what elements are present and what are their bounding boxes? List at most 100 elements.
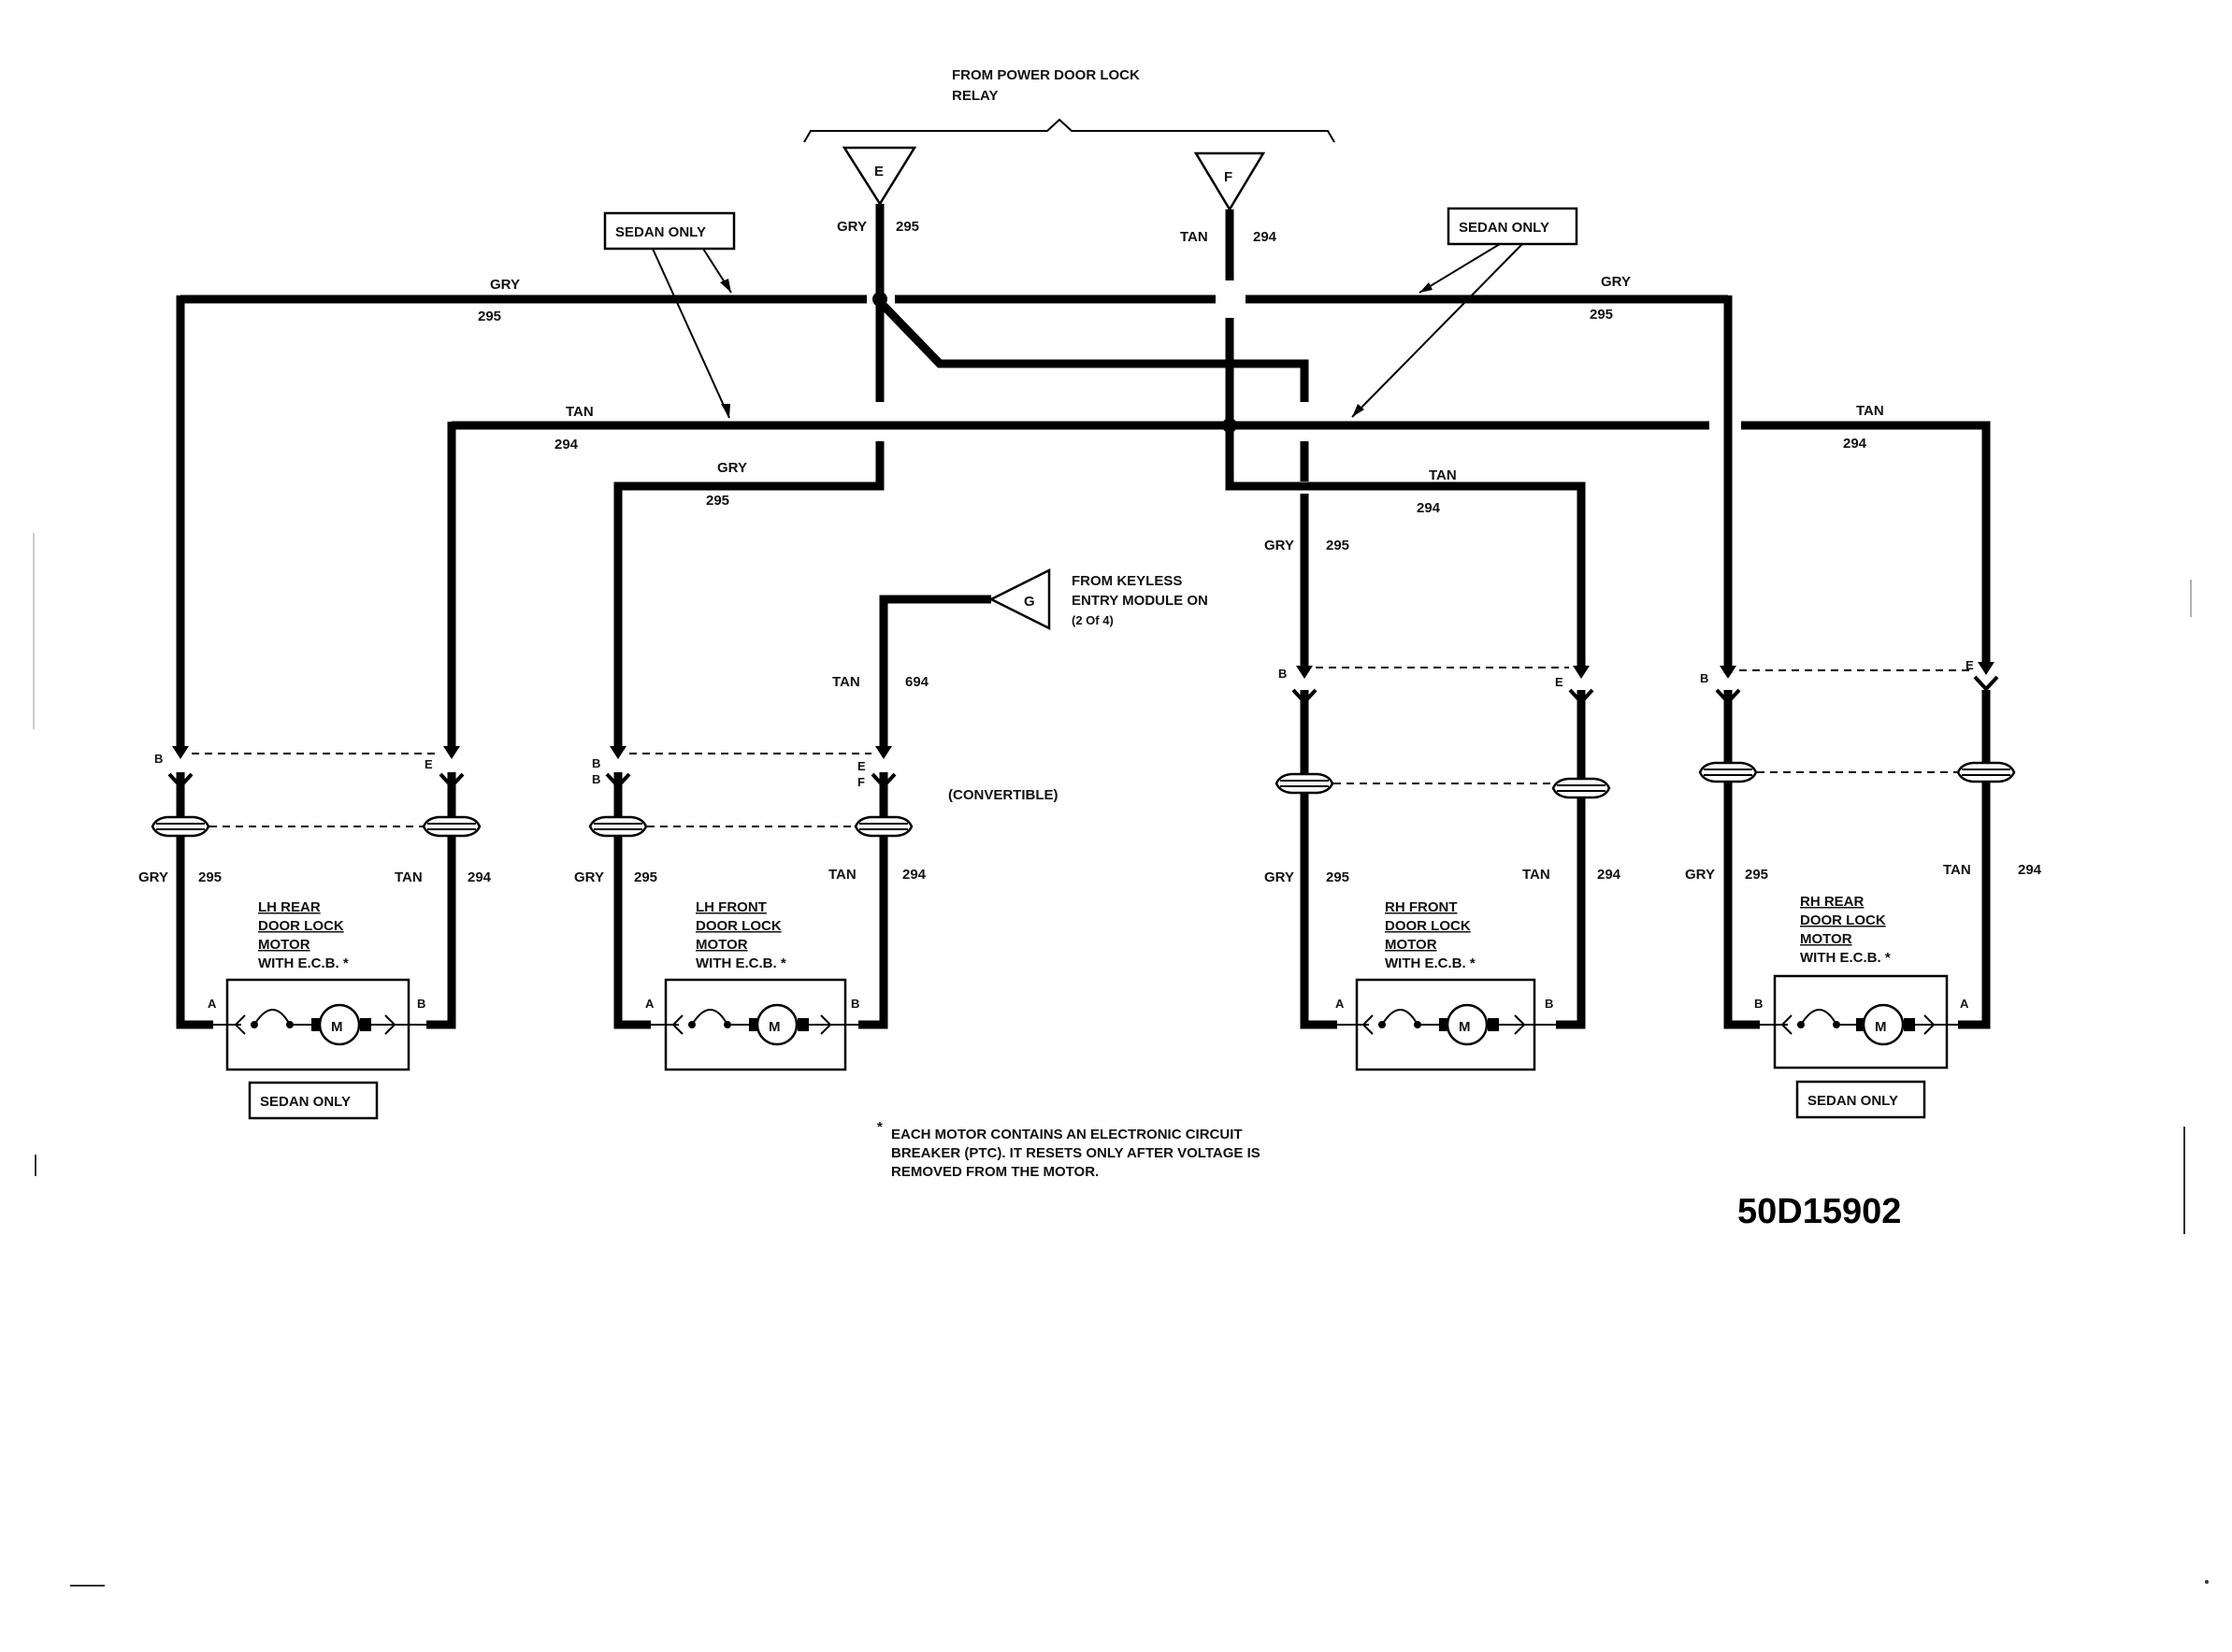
svg-text:GRY: GRY <box>717 460 747 476</box>
svg-text:295: 295 <box>1326 538 1349 553</box>
junction-dot-gry <box>872 292 887 307</box>
svg-text:GRY: GRY <box>837 219 867 235</box>
svg-text:MOTOR: MOTOR <box>1800 931 1852 947</box>
svg-text:SEDAN ONLY: SEDAN ONLY <box>1459 220 1549 236</box>
motor-rh-front: RH FRONT DOOR LOCK MOTOR WITH E.C.B. * A… <box>1335 899 1556 1071</box>
svg-text:294: 294 <box>554 437 579 453</box>
connector-f: F <box>1193 151 1266 212</box>
wires <box>176 204 1991 1029</box>
svg-text:A: A <box>1335 997 1345 1011</box>
svg-text:LH FRONT: LH FRONT <box>696 899 767 915</box>
svg-text:GRY: GRY <box>1685 867 1715 883</box>
motor-lh-front: LH FRONT DOOR LOCK MOTOR WITH E.C.B. * A… <box>645 899 859 1071</box>
svg-text:294: 294 <box>2018 862 2042 878</box>
svg-text:GRY: GRY <box>1601 274 1631 290</box>
keyless-label-line1: FROM KEYLESS <box>1072 573 1182 589</box>
motor-rh-rear: RH REAR DOOR LOCK MOTOR WITH E.C.B. * B … <box>1754 894 1969 1070</box>
svg-text:LH REAR: LH REAR <box>258 899 321 915</box>
motor-lh-rear: LH REAR DOOR LOCK MOTOR WITH E.C.B. * A … <box>208 899 426 1071</box>
svg-text:GRY: GRY <box>1264 538 1294 553</box>
svg-text:SEDAN ONLY: SEDAN ONLY <box>1807 1093 1898 1109</box>
lh-rear-connectors: B E <box>151 746 482 838</box>
svg-text:B: B <box>1545 997 1553 1011</box>
svg-text:GRY: GRY <box>490 277 520 293</box>
sedan-only-box-bottom-right: SEDAN ONLY <box>1795 1080 1926 1119</box>
svg-text:294: 294 <box>1253 229 1277 245</box>
svg-text:M: M <box>769 1019 781 1035</box>
svg-text:MOTOR: MOTOR <box>1385 937 1437 953</box>
svg-text:WITH E.C.B. *: WITH E.C.B. * <box>696 955 786 971</box>
svg-text:M: M <box>1875 1019 1887 1035</box>
svg-text:DOOR LOCK: DOOR LOCK <box>1385 918 1471 934</box>
svg-text:A: A <box>1960 997 1969 1011</box>
svg-text:RH REAR: RH REAR <box>1800 894 1865 910</box>
svg-text:295: 295 <box>634 869 657 885</box>
relay-bracket <box>803 118 1335 143</box>
svg-text:F: F <box>857 775 865 789</box>
convertible-label: (CONVERTIBLE) <box>948 787 1058 803</box>
svg-text:TAN: TAN <box>1943 862 1971 878</box>
footnote-line3: REMOVED FROM THE MOTOR. <box>891 1164 1099 1180</box>
svg-text:295: 295 <box>1745 867 1768 883</box>
svg-text:E: E <box>874 164 884 180</box>
svg-text:TAN: TAN <box>1856 403 1884 419</box>
svg-text:B: B <box>592 772 600 786</box>
svg-text:DOOR LOCK: DOOR LOCK <box>258 918 344 934</box>
svg-text:MOTOR: MOTOR <box>696 937 748 953</box>
svg-text:DOOR LOCK: DOOR LOCK <box>696 918 782 934</box>
svg-text:295: 295 <box>478 309 501 324</box>
sedan-only-box-top-right: SEDAN ONLY <box>1447 207 1578 246</box>
svg-text:B: B <box>1754 997 1763 1011</box>
svg-text:GRY: GRY <box>1264 869 1294 885</box>
sedan-only-box-top-left: SEDAN ONLY <box>603 211 736 251</box>
relay-label-line2: RELAY <box>952 88 998 104</box>
svg-text:E: E <box>1555 675 1563 689</box>
svg-text:WITH E.C.B. *: WITH E.C.B. * <box>258 955 349 971</box>
svg-text:SEDAN ONLY: SEDAN ONLY <box>615 224 706 240</box>
svg-text:294: 294 <box>468 869 492 885</box>
svg-text:B: B <box>417 997 425 1011</box>
diagram-id: 50D15902 <box>1737 1192 1901 1231</box>
svg-text:TAN: TAN <box>1522 867 1550 883</box>
svg-text:GRY: GRY <box>574 869 604 885</box>
svg-text:F: F <box>1224 169 1232 185</box>
keyless-label-line2: ENTRY MODULE ON <box>1072 593 1208 609</box>
rh-rear-connectors: B E <box>1698 658 2016 783</box>
svg-text:WITH E.C.B. *: WITH E.C.B. * <box>1385 955 1476 971</box>
svg-text:TAN: TAN <box>828 867 857 883</box>
svg-text:TAN: TAN <box>1429 467 1457 483</box>
svg-text:295: 295 <box>198 869 222 885</box>
svg-text:E: E <box>1966 658 1974 672</box>
svg-text:DOOR LOCK: DOOR LOCK <box>1800 912 1886 928</box>
svg-text:B: B <box>154 752 163 766</box>
sedan-only-box-bottom-left: SEDAN ONLY <box>248 1081 379 1120</box>
svg-text:295: 295 <box>706 493 729 509</box>
svg-text:WITH E.C.B. *: WITH E.C.B. * <box>1800 950 1891 966</box>
svg-text:TAN: TAN <box>395 869 423 885</box>
svg-text:RH FRONT: RH FRONT <box>1385 899 1458 915</box>
svg-text:295: 295 <box>1326 869 1349 885</box>
footnote-line2: BREAKER (PTC). IT RESETS ONLY AFTER VOLT… <box>891 1145 1260 1161</box>
svg-text:B: B <box>592 756 600 770</box>
svg-text:B: B <box>1700 671 1708 685</box>
svg-text:TAN: TAN <box>832 674 860 690</box>
svg-text:E: E <box>425 757 433 771</box>
svg-text:295: 295 <box>896 219 919 235</box>
connector-e: E <box>842 146 917 207</box>
svg-text:B: B <box>1278 667 1287 681</box>
keyless-label-line3: (2 Of 4) <box>1072 613 1114 627</box>
svg-text:TAN: TAN <box>1180 229 1208 245</box>
svg-text:294: 294 <box>902 867 927 883</box>
relay-label-line1: FROM POWER DOOR LOCK <box>952 67 1140 83</box>
svg-text:A: A <box>645 997 655 1011</box>
svg-text:M: M <box>1459 1019 1471 1035</box>
svg-text:TAN: TAN <box>566 404 594 420</box>
svg-text:SEDAN ONLY: SEDAN ONLY <box>260 1094 351 1110</box>
sedan-only-pointers <box>652 243 1523 419</box>
svg-text:294: 294 <box>1597 867 1621 883</box>
svg-text:A: A <box>208 997 217 1011</box>
svg-text:694: 694 <box>905 674 929 690</box>
svg-text:E: E <box>857 759 866 773</box>
svg-text:294: 294 <box>1417 500 1441 516</box>
